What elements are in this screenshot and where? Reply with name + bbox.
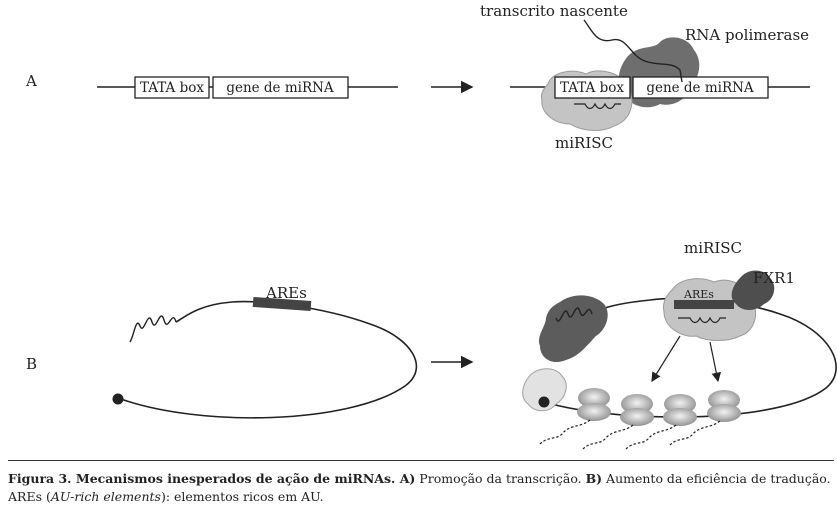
caption-part-a: Promoção da transcrição. (415, 471, 586, 486)
peptide-2 (582, 424, 634, 450)
mirisc-a-label: miRISC (555, 134, 613, 152)
nascent-transcript-label: transcrito nascente (480, 2, 628, 20)
mirna-gene-box-right (632, 76, 769, 99)
mrna-loop-left: AREs (112, 284, 418, 419)
caption-divider (8, 460, 834, 461)
peptide-1 (539, 419, 591, 445)
ribosome-4 (707, 390, 741, 422)
ribosome-2 (620, 394, 654, 426)
mirna-gene-right-label: gene de miRNA (646, 80, 754, 96)
arrow-mirisc-ribosome-1 (651, 335, 681, 383)
nascent-transcript-line (583, 19, 683, 83)
ares-bar-left (252, 296, 312, 312)
figure-caption: Figura 3. Mecanismos inesperados de ação… (8, 470, 834, 506)
mirna-squiggle-b (678, 316, 726, 324)
peptide-3 (625, 424, 677, 450)
cap-right (538, 396, 550, 408)
caption-ares-expansion: AU-rich elements (50, 489, 161, 504)
dna-strand-left: TATA box gene de miRNA (97, 76, 398, 99)
mirisc-b-label: miRISC (684, 239, 742, 257)
fxr1-label: FXR1 (753, 269, 795, 287)
mirna-gene-label: gene de miRNA (226, 80, 334, 96)
ares-inner-label: AREs (683, 288, 714, 301)
tata-box (134, 76, 210, 99)
caption-part-b: Aumento da eficiência de tradução. AREs … (8, 471, 831, 504)
ares-bar-right (674, 300, 734, 309)
mirna-gene-box (212, 76, 349, 99)
caption-figure-label: Figura 3. Mecanismos inesperados de ação… (8, 471, 416, 486)
poly-a-tail-left (129, 315, 177, 343)
fxr1-shape (731, 270, 775, 310)
initiation-complex-dark (539, 295, 608, 363)
tata-box-label: TATA box (140, 80, 204, 96)
initiation-complex-light (522, 368, 567, 412)
ares-label-left: AREs (265, 284, 307, 302)
rna-polymerase-label: RNA polimerase (685, 26, 809, 44)
caption-tail: ): elementos ricos em AU. (160, 489, 324, 504)
poly-a-tail-right (555, 307, 593, 322)
tata-box-right-label: TATA box (560, 80, 624, 96)
caption-part-b-label: B) (585, 471, 603, 486)
peptide-4 (669, 420, 721, 446)
ribosome-3 (663, 394, 697, 426)
panel-a-label: A (25, 72, 37, 90)
ribosome-1 (577, 388, 611, 421)
panel-b-label: B (26, 355, 37, 373)
tata-box-right (554, 76, 631, 99)
cap-left (112, 393, 124, 405)
arrow-mirisc-ribosome-2 (709, 341, 722, 383)
mirna-squiggle-a (574, 102, 621, 110)
mechanism-diagram: A TATA box gene de miRNA TATA box gene d… (25, 2, 837, 450)
